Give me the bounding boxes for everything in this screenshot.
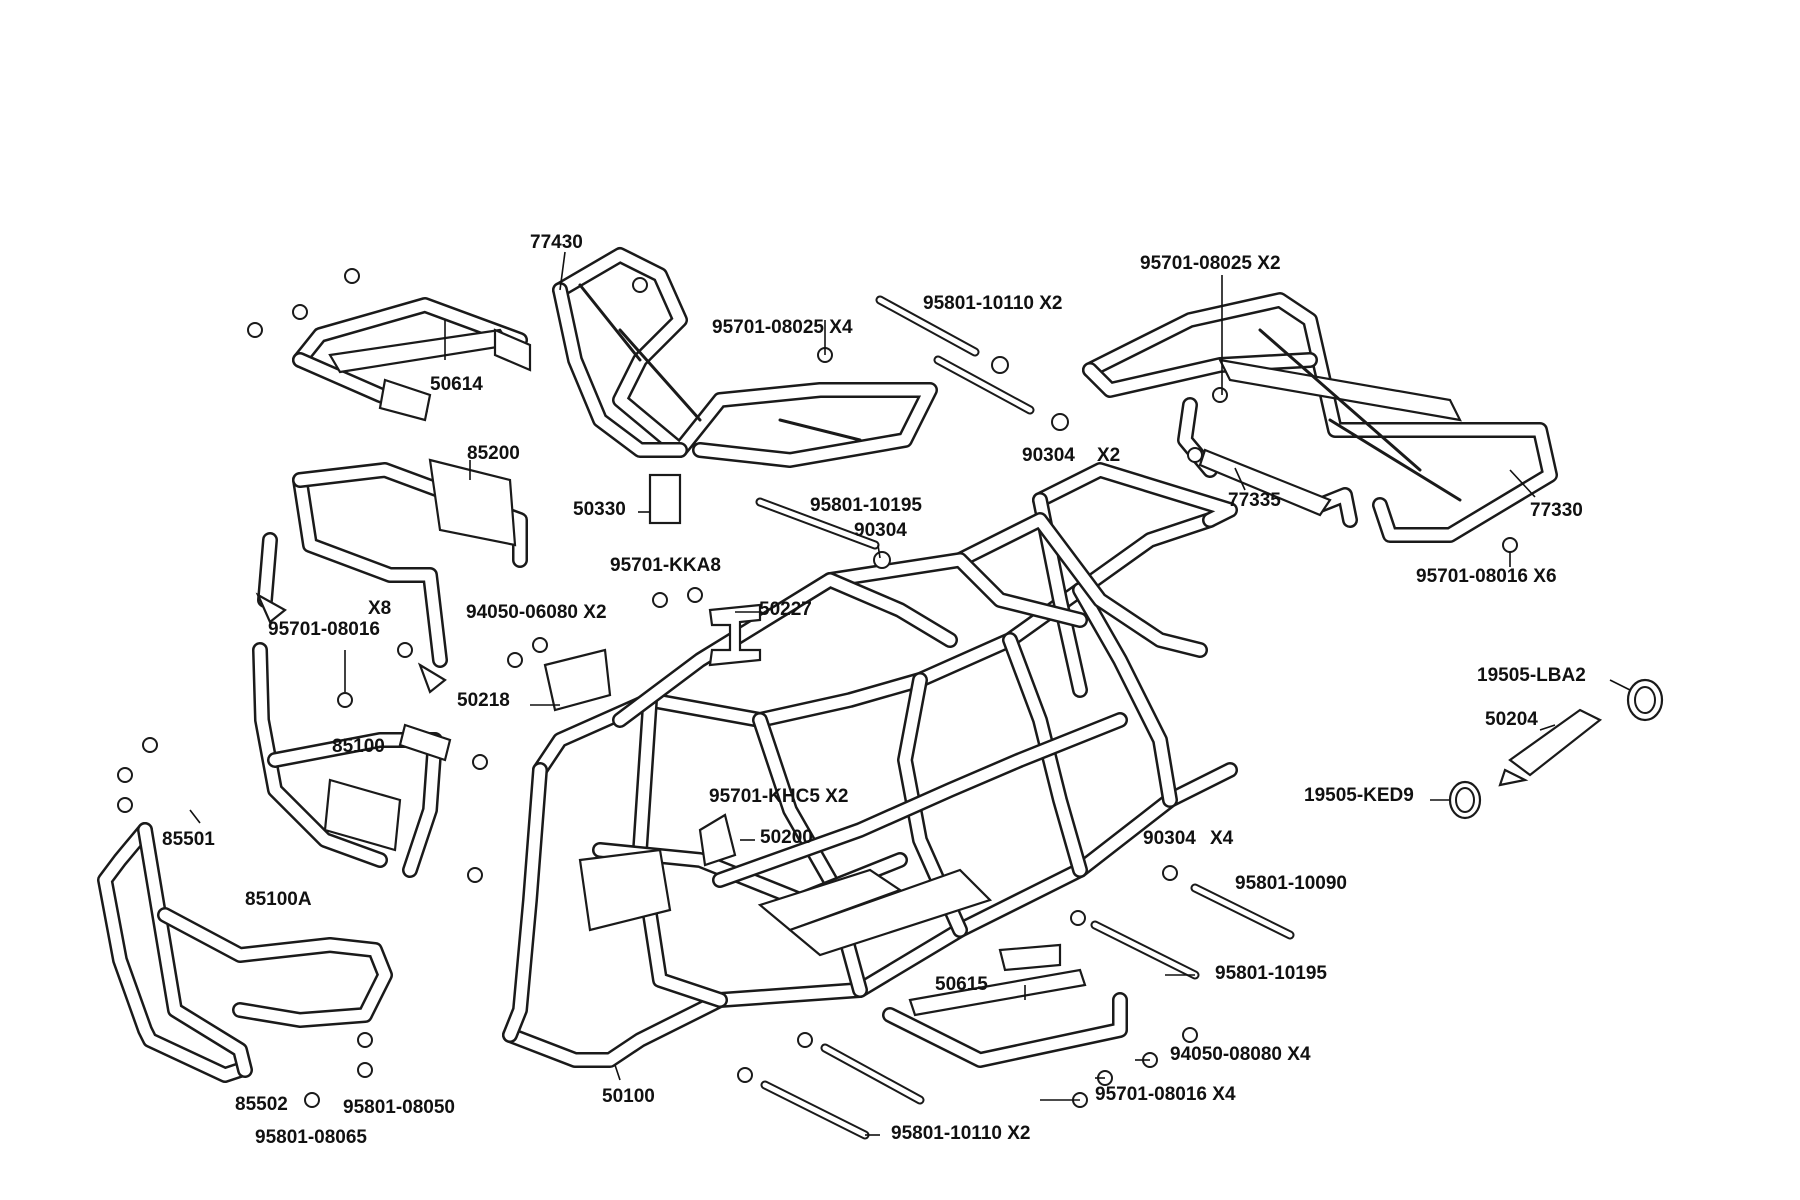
label-50615: 50615: [935, 974, 988, 995]
fasteners: [117, 268, 1518, 1108]
label-95801-10195-bot: 95801-10195: [1215, 963, 1327, 984]
label-50330: 50330: [573, 499, 626, 520]
label-50614: 50614: [430, 374, 483, 395]
rod-95801-10110-bot-a: [820, 1043, 925, 1105]
label-95801-10090: 95801-10090: [1235, 873, 1347, 894]
rod-95801-10090: [1190, 883, 1295, 940]
part-19505-lba2-clamp: [1626, 678, 1664, 722]
label-95801-10195-top: 95801-10195: [810, 495, 922, 516]
label-90304-x4-mult: X4: [1210, 828, 1234, 849]
label-95701-kka8: 95701-KKA8: [610, 555, 721, 576]
part-50218-bracket: [543, 648, 612, 712]
part-85100a-guard: [97, 822, 393, 1083]
leader-lines: [189, 251, 1631, 1136]
label-19505-ked9: 19505-KED9: [1304, 785, 1414, 806]
label-85100: 85100: [332, 736, 385, 757]
label-95801-10110-x2-top: 95801-10110 X2: [923, 293, 1063, 314]
label-95801-08050: 95801-08050: [343, 1097, 455, 1118]
rod-95801-10195-top: [755, 497, 880, 550]
label-90304-mid: 90304: [854, 520, 907, 541]
label-90304-x2-mult: X2: [1097, 445, 1121, 466]
label-85501: 85501: [162, 829, 215, 850]
part-50330-pad: [648, 473, 682, 525]
label-19505-lba2: 19505-LBA2: [1477, 665, 1586, 686]
label-90304-x4: 90304: [1143, 828, 1196, 849]
label-50227: 50227: [759, 599, 812, 620]
part-50204-bracket: [1498, 708, 1603, 787]
part-50614-bracket: [292, 297, 532, 422]
label-77335: 77335: [1228, 490, 1281, 511]
label-85502: 85502: [235, 1094, 288, 1115]
part-77335-bracket: [1177, 397, 1358, 528]
label-95701-08025-x4: 95701-08025 X4: [712, 317, 853, 338]
label-95701-khc5-x2: 95701-KHC5 X2: [709, 786, 849, 807]
part-85200-support: [255, 458, 528, 694]
label-77330: 77330: [1530, 500, 1583, 521]
label-95801-10110-x2-bot: 95801-10110 X2: [891, 1123, 1031, 1144]
label-90304-x2: 90304: [1022, 445, 1075, 466]
part-50615-bracket: [882, 943, 1128, 1068]
label-77430: 77430: [530, 232, 583, 253]
label-95701-08016: 95701-08016: [268, 619, 380, 640]
part-85100-bumper: [252, 642, 452, 878]
part-19505-ked9-clamp: [1448, 780, 1482, 820]
part-77430-front-rack: [552, 247, 938, 468]
rod-95801-10195-bot: [1090, 920, 1200, 980]
rod-95801-10110-top: [875, 295, 980, 357]
label-95701-08016-x4: 95701-08016 X4: [1095, 1084, 1236, 1105]
label-95701-08025-x2: 95701-08025 X2: [1140, 253, 1281, 274]
label-50100: 50100: [602, 1086, 655, 1107]
part-50100-main-frame: [502, 462, 1238, 1068]
label-95701-08016-x6: 95701-08016 X6: [1416, 566, 1557, 587]
label-94050-06080-x2: 94050-06080 X2: [466, 602, 607, 623]
part-50200-bracket: [698, 813, 737, 867]
label-50218: 50218: [457, 690, 510, 711]
part-50227-bracket: [708, 603, 762, 667]
rod-95801-10110-bot-b: [760, 1080, 870, 1140]
label-85200: 85200: [467, 443, 520, 464]
label-x8: X8: [368, 598, 392, 619]
label-85100a: 85100A: [245, 889, 312, 910]
part-77330-rear-rack: [1082, 292, 1558, 543]
label-95801-08065: 95801-08065: [255, 1127, 367, 1148]
label-50204: 50204: [1485, 709, 1538, 730]
label-94050-08080-x4: 94050-08080 X4: [1170, 1044, 1311, 1065]
label-50200: 50200: [760, 827, 813, 848]
rod-95801-10110-mid: [933, 355, 1035, 415]
